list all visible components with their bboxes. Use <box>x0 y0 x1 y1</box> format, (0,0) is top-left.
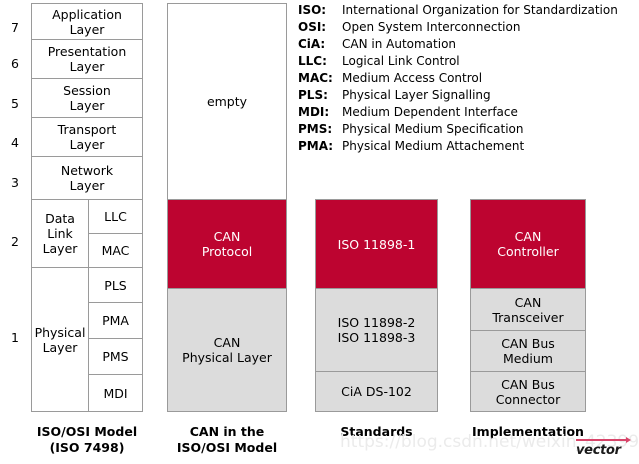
osi-sublayer-pls[interactable]: PLS <box>88 267 143 303</box>
osi-sublayer-pma[interactable]: PMA <box>88 302 143 339</box>
legend-desc-osi: Open System Interconnection <box>342 20 521 34</box>
layer-number-1: 1 <box>11 330 19 345</box>
legend-abbr-cia: CiA: <box>298 37 326 51</box>
legend-item-cia: CiA: CAN in Automation <box>298 37 639 54</box>
standards-iso-11898-1[interactable]: ISO 11898-1 <box>315 199 438 289</box>
caption-iso-osi-model: ISO/OSI Model (ISO 7498) <box>36 424 138 455</box>
impl-can-bus-connector[interactable]: CAN Bus Connector <box>470 371 586 412</box>
impl-can-transceiver[interactable]: CAN Transceiver <box>470 288 586 331</box>
legend-abbr-iso: ISO: <box>298 3 327 17</box>
logo-underline <box>576 439 628 441</box>
osi-layer-session[interactable]: Session Layer <box>31 78 143 118</box>
layer-number-3: 3 <box>11 175 19 190</box>
legend-desc-llc: Logical Link Control <box>342 54 460 68</box>
legend-abbr-pms: PMS: <box>298 122 333 136</box>
legend-desc-pls: Physical Layer Signalling <box>342 88 491 102</box>
legend-abbr-mdi: MDI: <box>298 105 330 119</box>
legend-item-pls: PLS: Physical Layer Signalling <box>298 88 639 105</box>
osi-layer-physical[interactable]: Physical Layer <box>31 267 89 412</box>
legend-abbr-osi: OSI: <box>298 20 327 34</box>
layer-number-7: 7 <box>11 20 19 35</box>
legend-desc-pms: Physical Medium Specification <box>342 122 524 136</box>
can-osi-can-physical[interactable]: CAN Physical Layer <box>167 288 287 412</box>
logo-text: vector <box>576 443 621 458</box>
osi-sublayer-pms[interactable]: PMS <box>88 338 143 375</box>
caption-can-in-iso-osi: CAN in the ISO/OSI Model <box>176 424 278 455</box>
osi-layer-presentation[interactable]: Presentation Layer <box>31 39 143 79</box>
layer-number-5: 5 <box>11 96 19 111</box>
legend-desc-pma: Physical Medium Attachement <box>342 139 525 153</box>
osi-sublayer-mac[interactable]: MAC <box>88 233 143 268</box>
legend-abbr-pma: PMA: <box>298 139 334 153</box>
legend-item-mdi: MDI: Medium Dependent Interface <box>298 105 639 122</box>
standards-iso-11898-2-3[interactable]: ISO 11898-2 ISO 11898-3 <box>315 288 438 372</box>
layer-number-2: 2 <box>11 234 19 249</box>
can-osi-empty[interactable]: empty <box>167 3 287 200</box>
standards-cia-ds-102[interactable]: CiA DS-102 <box>315 371 438 412</box>
abbreviation-legend: ISO: International Organization for Stan… <box>298 3 639 156</box>
legend-desc-mac: Medium Access Control <box>342 71 483 85</box>
osi-layer-application[interactable]: Application Layer <box>31 3 143 40</box>
vector-logo: vector <box>576 437 634 461</box>
osi-layer-network[interactable]: Network Layer <box>31 156 143 200</box>
legend-item-osi: OSI: Open System Interconnection <box>298 20 639 37</box>
osi-layer-datalink[interactable]: Data Link Layer <box>31 199 89 268</box>
osi-layer-transport[interactable]: Transport Layer <box>31 117 143 157</box>
legend-desc-iso: International Organization for Standardi… <box>342 3 618 17</box>
osi-sublayer-llc[interactable]: LLC <box>88 199 143 234</box>
impl-can-bus-medium[interactable]: CAN Bus Medium <box>470 330 586 372</box>
legend-item-pma: PMA: Physical Medium Attachement <box>298 139 639 156</box>
layer-number-6: 6 <box>11 56 19 71</box>
legend-desc-cia: CAN in Automation <box>342 37 457 51</box>
layer-number-4: 4 <box>11 135 19 150</box>
legend-abbr-llc: LLC: <box>298 54 327 68</box>
legend-item-mac: MAC: Medium Access Control <box>298 71 639 88</box>
caption-implementation: Implementation <box>472 424 584 439</box>
can-osi-can-protocol[interactable]: CAN Protocol <box>167 199 287 289</box>
logo-arrow-icon <box>626 437 631 443</box>
legend-item-pms: PMS: Physical Medium Specification <box>298 122 639 139</box>
legend-abbr-pls: PLS: <box>298 88 328 102</box>
legend-item-iso: ISO: International Organization for Stan… <box>298 3 639 20</box>
osi-sublayer-mdi[interactable]: MDI <box>88 374 143 412</box>
caption-standards: Standards <box>340 424 413 439</box>
impl-can-controller[interactable]: CAN Controller <box>470 199 586 289</box>
legend-desc-mdi: Medium Dependent Interface <box>342 105 518 119</box>
legend-abbr-mac: MAC: <box>298 71 333 85</box>
legend-item-llc: LLC: Logical Link Control <box>298 54 639 71</box>
